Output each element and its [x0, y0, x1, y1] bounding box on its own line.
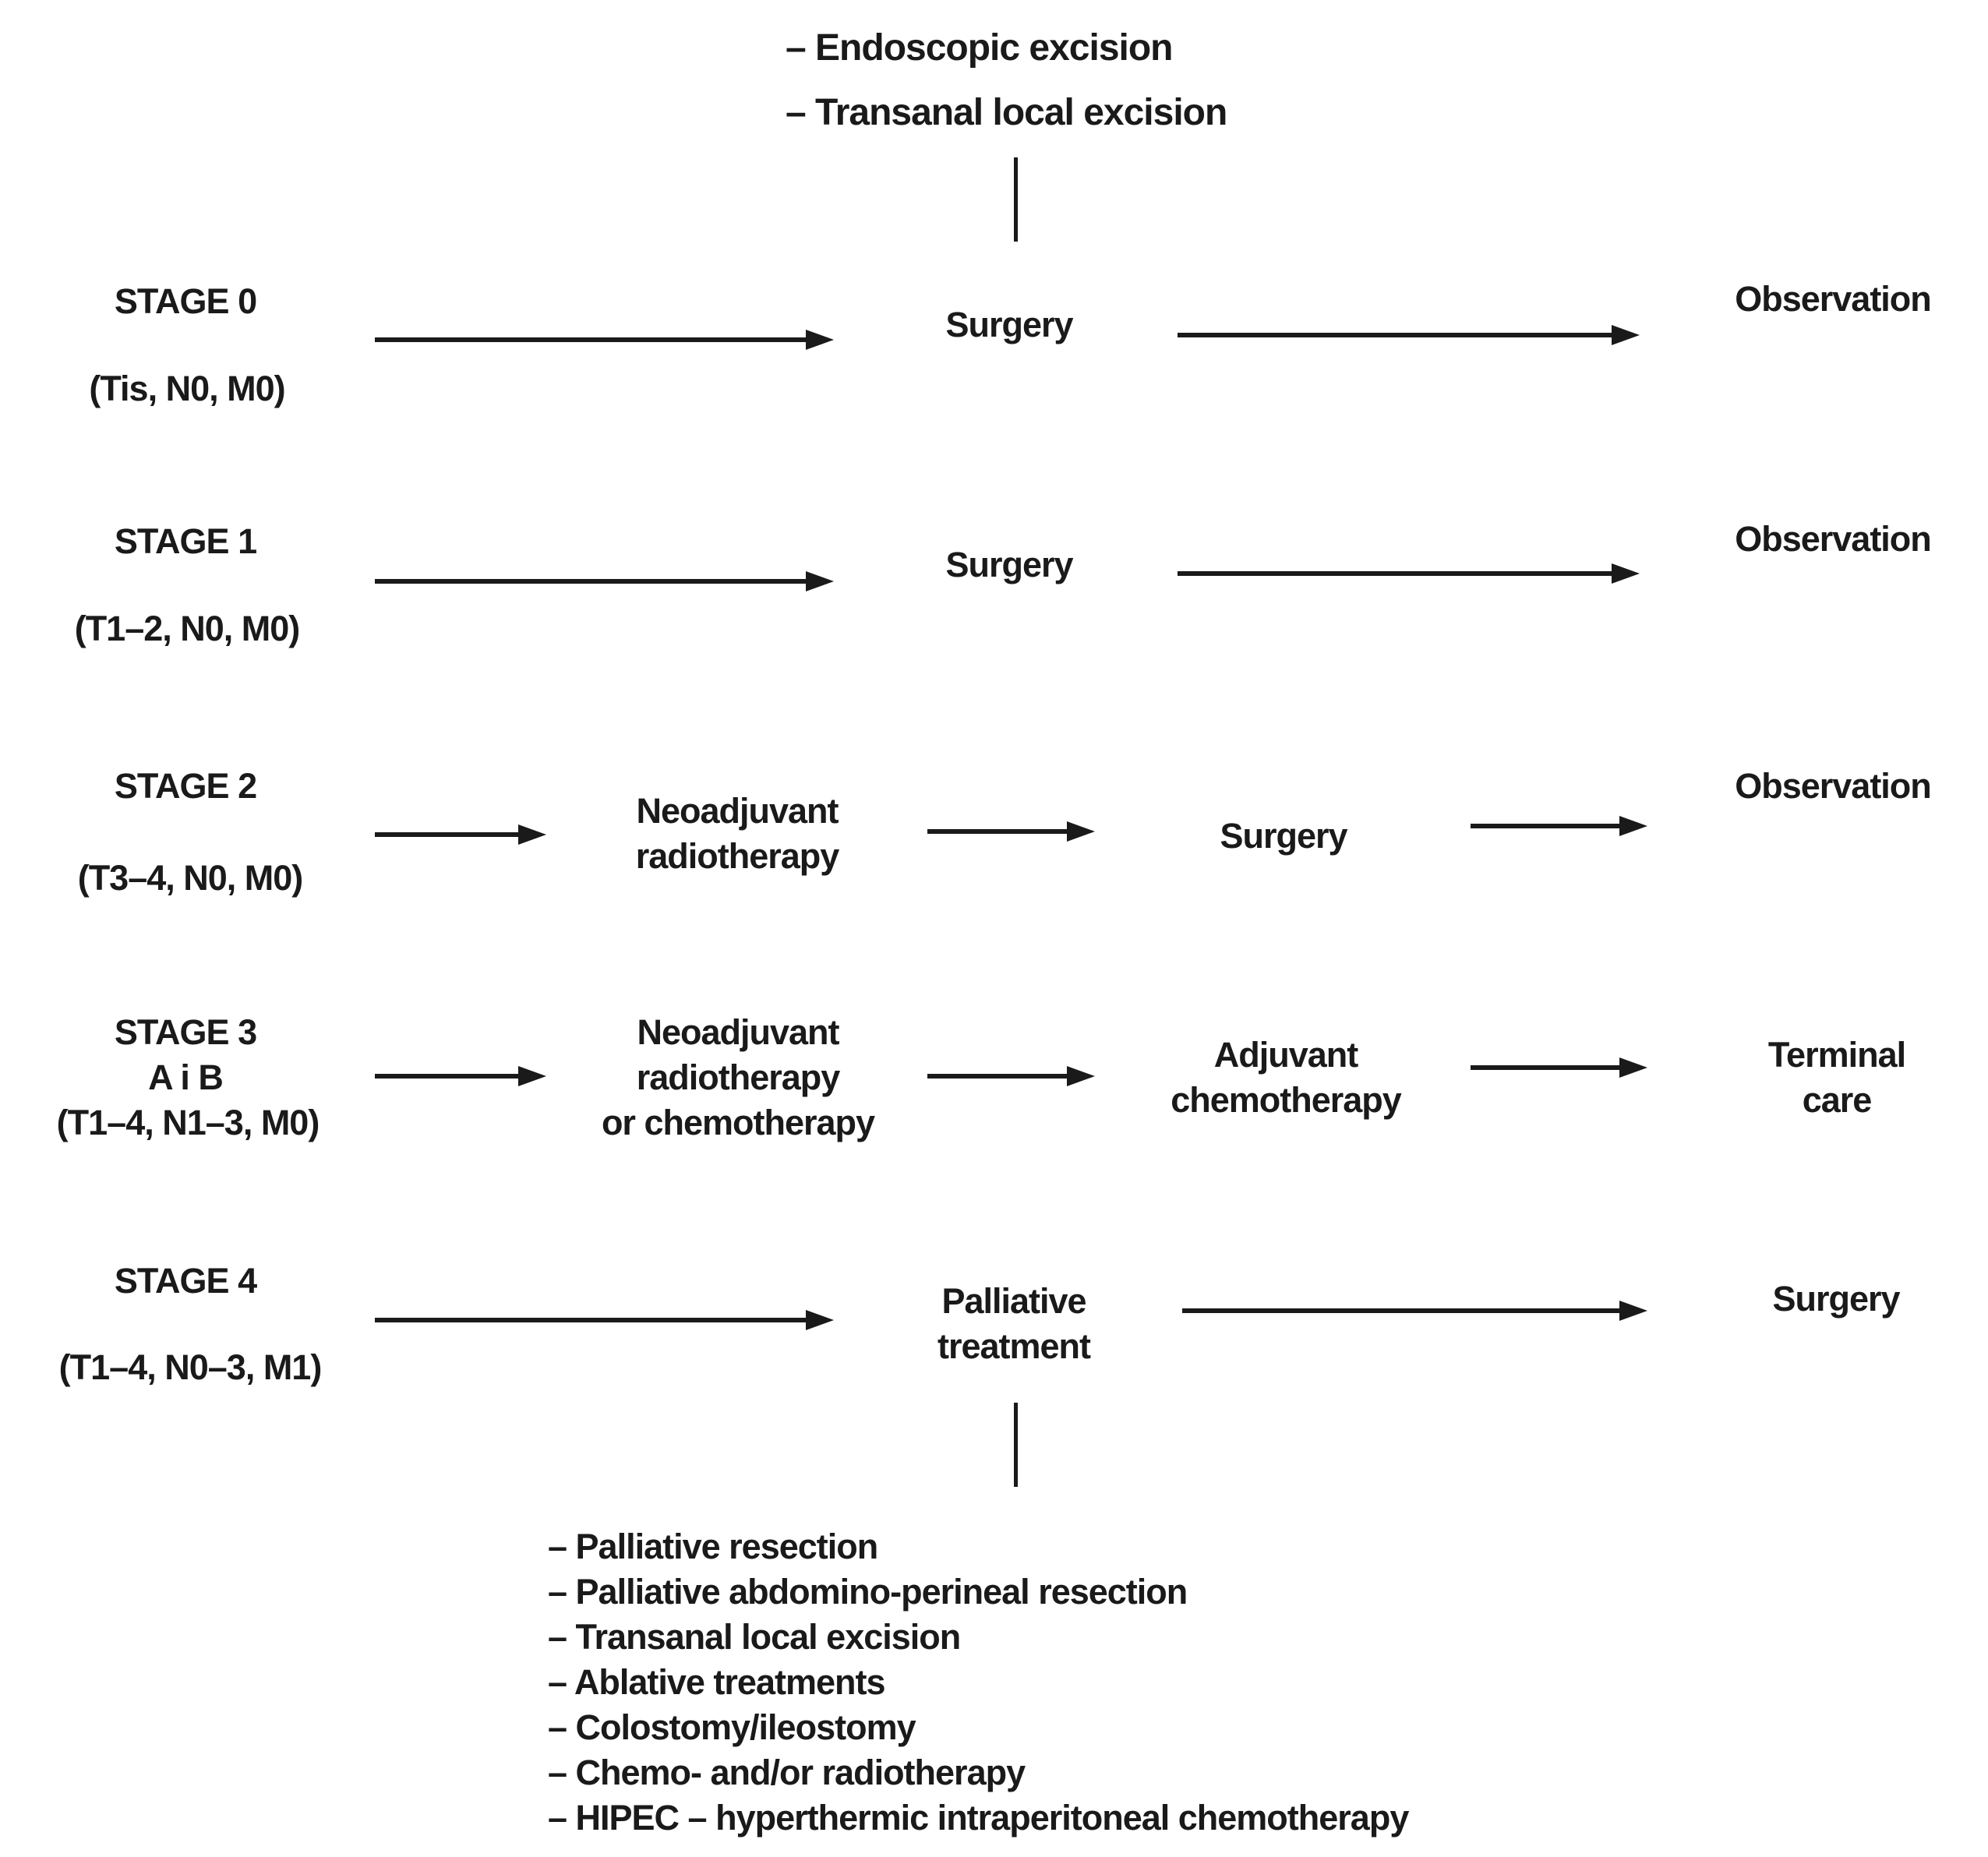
flow-arrow — [927, 829, 1068, 834]
treatment-node: Surgery — [945, 545, 1073, 584]
list-item: – Palliative resection — [548, 1527, 878, 1566]
treatment-node: Neoadjuvant radiotherapy — [635, 791, 840, 876]
list-item: – Transanal local excision — [548, 1617, 961, 1657]
stage-tnm: (Tis, N0, M0) — [89, 369, 285, 408]
flow-arrow — [1471, 824, 1620, 828]
outcome-label: Observation — [1735, 519, 1932, 559]
flow-arrow — [375, 579, 807, 584]
list-item: – Transanal local excision — [786, 92, 1227, 133]
stage-tnm: (T3–4, N0, M0) — [77, 858, 304, 898]
stage-label: STAGE 2 — [114, 766, 257, 806]
stage-label: STAGE 4 — [114, 1261, 257, 1301]
treatment-node: Palliative treatment — [937, 1281, 1091, 1366]
palliative-options-list: – Palliative resection – Palliative abdo… — [548, 1524, 1409, 1841]
flow-arrow — [375, 1318, 807, 1322]
stage-label: STAGE 1 — [114, 521, 257, 561]
outcome-label: Observation — [1735, 279, 1932, 319]
stage-tnm: (T1–2, N0, M0) — [74, 609, 301, 648]
list-item: – Palliative abdomino-perineal resection — [548, 1572, 1188, 1612]
connector-line-bottom — [1014, 1403, 1018, 1487]
flow-arrow — [1471, 1065, 1620, 1070]
stage-label: STAGE 0 — [114, 281, 257, 321]
surgery-options-list: – Endoscopic excision – Transanal local … — [786, 16, 1227, 145]
list-item: – Endoscopic excision — [786, 27, 1174, 69]
list-item: – Ablative treatments — [548, 1662, 886, 1702]
flow-arrow — [1182, 1308, 1620, 1313]
flow-arrow — [375, 1074, 519, 1079]
flow-arrow — [375, 337, 807, 342]
flow-arrow — [1178, 571, 1612, 576]
flow-arrow — [375, 832, 519, 837]
stage-tnm: (T1–4, N0–3, M1) — [58, 1347, 323, 1387]
treatment-node: Surgery — [1220, 816, 1347, 856]
stage-label: STAGE 3 — [114, 1012, 257, 1052]
flow-arrow — [1178, 333, 1612, 337]
outcome-label: Surgery — [1772, 1279, 1900, 1319]
list-item: – Chemo- and/or radiotherapy — [548, 1753, 1026, 1792]
list-item: – HIPEC – hyperthermic intraperitoneal c… — [548, 1798, 1409, 1838]
outcome-label: Observation — [1735, 766, 1932, 806]
treatment-node: Surgery — [945, 305, 1073, 344]
stage-sublabel: A i B — [148, 1057, 224, 1097]
treatment-node: Neoadjuvant radiotherapy or chemotherapy — [601, 1012, 875, 1142]
treatment-node: Adjuvant chemotherapy — [1171, 1035, 1402, 1120]
connector-line-top — [1014, 157, 1018, 242]
list-item: – Colostomy/ileostomy — [548, 1707, 916, 1747]
outcome-label: Terminal care — [1767, 1035, 1906, 1120]
stage-tnm: (T1–4, N1–3, M0) — [56, 1103, 320, 1142]
flow-arrow — [927, 1074, 1068, 1079]
